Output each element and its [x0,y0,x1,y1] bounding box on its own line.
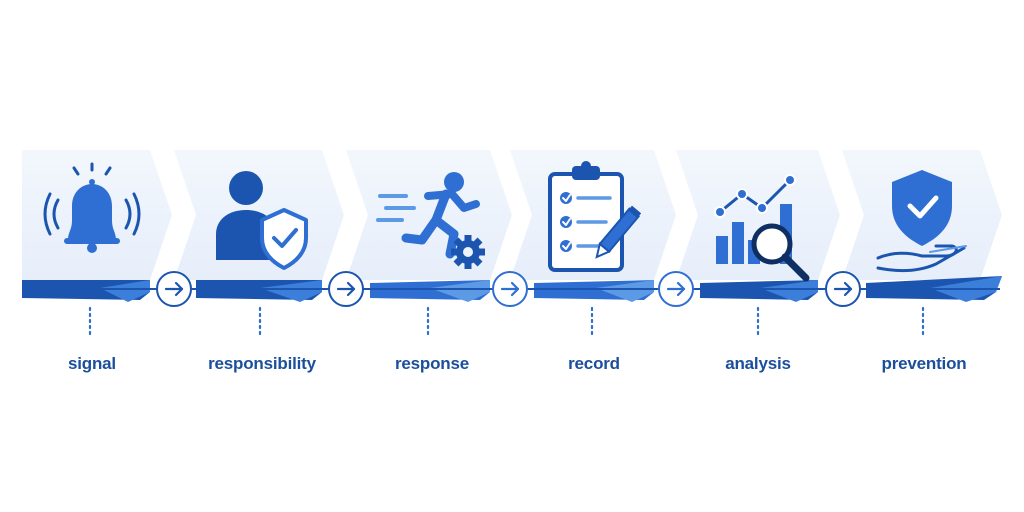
clipboard-checklist-icon [548,161,642,272]
arrow-right-icon [164,281,184,297]
step-label-response: response [395,354,469,373]
person-shield-icon [216,171,308,270]
connector-2 [328,271,364,307]
connectors [156,271,861,307]
connector-1 [156,271,192,307]
bell-icon [43,162,141,253]
step-card-response [346,150,512,280]
step-label-prevention: prevention [881,354,967,373]
step-cards [22,150,1002,280]
arrow-right-icon [500,281,520,297]
step-label-record: record [568,354,620,373]
step-label-signal: signal [68,354,116,373]
arrow-right-icon [833,281,853,297]
connector-4 [658,271,694,307]
dotted-drop-lines [88,306,925,340]
chart-magnifier-icon [714,174,810,282]
step-label-analysis: analysis [725,354,791,373]
step-label-responsibility: responsibility [208,354,316,373]
arrow-right-icon [336,281,356,297]
runner-gear-icon [376,172,485,269]
hand-shield-icon [876,170,967,273]
connector-5 [825,271,861,307]
arrow-right-icon [666,281,686,297]
connector-3 [492,271,528,307]
